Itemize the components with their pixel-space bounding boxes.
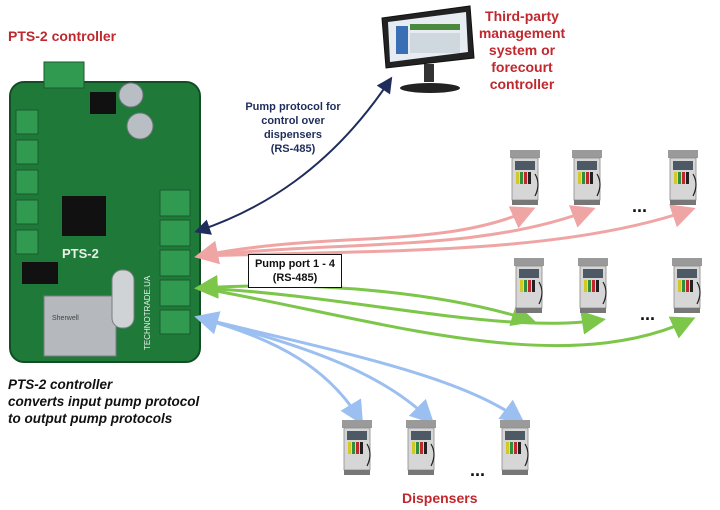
fuel-dispenser-icon	[513, 257, 545, 314]
dispensers-bottom-row	[341, 419, 531, 476]
fuel-dispenser-icon	[571, 149, 603, 206]
fuel-dispenser-icon	[667, 149, 699, 206]
ellipsis-top: ...	[632, 196, 648, 216]
ellipsis-bottom: ...	[470, 460, 486, 480]
controller-caption: PTS-2 controller converts input pump pro…	[8, 376, 258, 427]
board-jack-text: Sherwell	[52, 315, 79, 322]
caption-line: converts input pump protocol	[8, 394, 200, 409]
third-party-line: management	[478, 25, 566, 41]
blue-arrows	[194, 311, 525, 426]
third-party-line: Third-party	[485, 8, 559, 24]
pump-port-line: (RS-485)	[272, 272, 318, 284]
pump-protocol-line: control over	[261, 115, 325, 127]
pump-protocol-line: dispensers	[263, 129, 323, 141]
pump-port-line: Pump port 1 - 4	[254, 258, 336, 270]
pump-protocol-label: Pump protocol for control over dispenser…	[238, 100, 348, 156]
third-party-line: controller	[489, 76, 555, 92]
third-party-label: Third-party management system or forecou…	[462, 8, 582, 93]
pts2-board: PTS-2 TECHNOTRADE.UA Sherwell	[9, 61, 201, 363]
third-party-line: system or	[488, 42, 556, 58]
caption-line: to output pump protocols	[8, 411, 173, 426]
fuel-dispenser-icon	[499, 419, 531, 476]
board-brand-text: TECHNOTRADE.UA	[143, 275, 152, 350]
pump-port-label: Pump port 1 - 4 (RS-485)	[248, 254, 342, 288]
pos-terminal-icon	[381, 5, 475, 93]
board-model-text: PTS-2	[62, 246, 99, 261]
fuel-dispenser-icon	[405, 419, 437, 476]
controller-title: PTS-2 controller	[8, 28, 117, 44]
fuel-dispenser-icon	[509, 149, 541, 206]
fuel-dispenser-icon	[671, 257, 703, 314]
pump-protocol-line: Pump protocol for	[245, 101, 341, 113]
pink-arrows	[194, 204, 696, 265]
fuel-dispenser-icon	[341, 419, 373, 476]
pump-protocol-line: (RS-485)	[270, 143, 316, 155]
dispensers-top-row	[509, 149, 699, 206]
dispensers-middle-row	[513, 257, 703, 314]
fuel-dispenser-icon	[577, 257, 609, 314]
third-party-line: forecourt	[491, 59, 553, 75]
dispensers-label: Dispensers	[402, 490, 478, 506]
caption-line: PTS-2 controller	[8, 377, 113, 392]
ellipsis-middle: ...	[640, 304, 656, 324]
